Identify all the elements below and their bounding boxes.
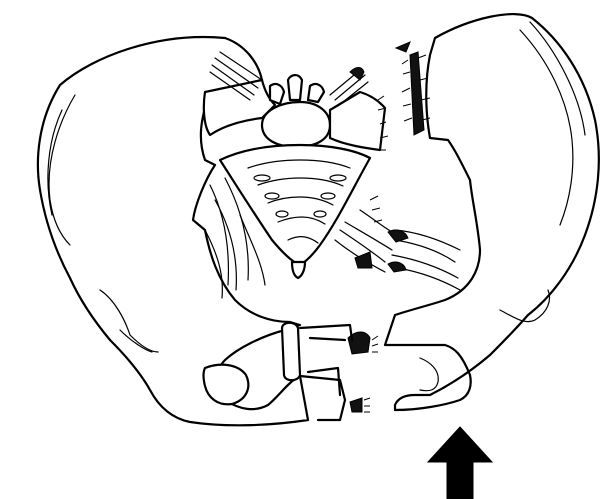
sacrum bbox=[204, 75, 385, 278]
up-arrow-icon bbox=[428, 427, 492, 499]
